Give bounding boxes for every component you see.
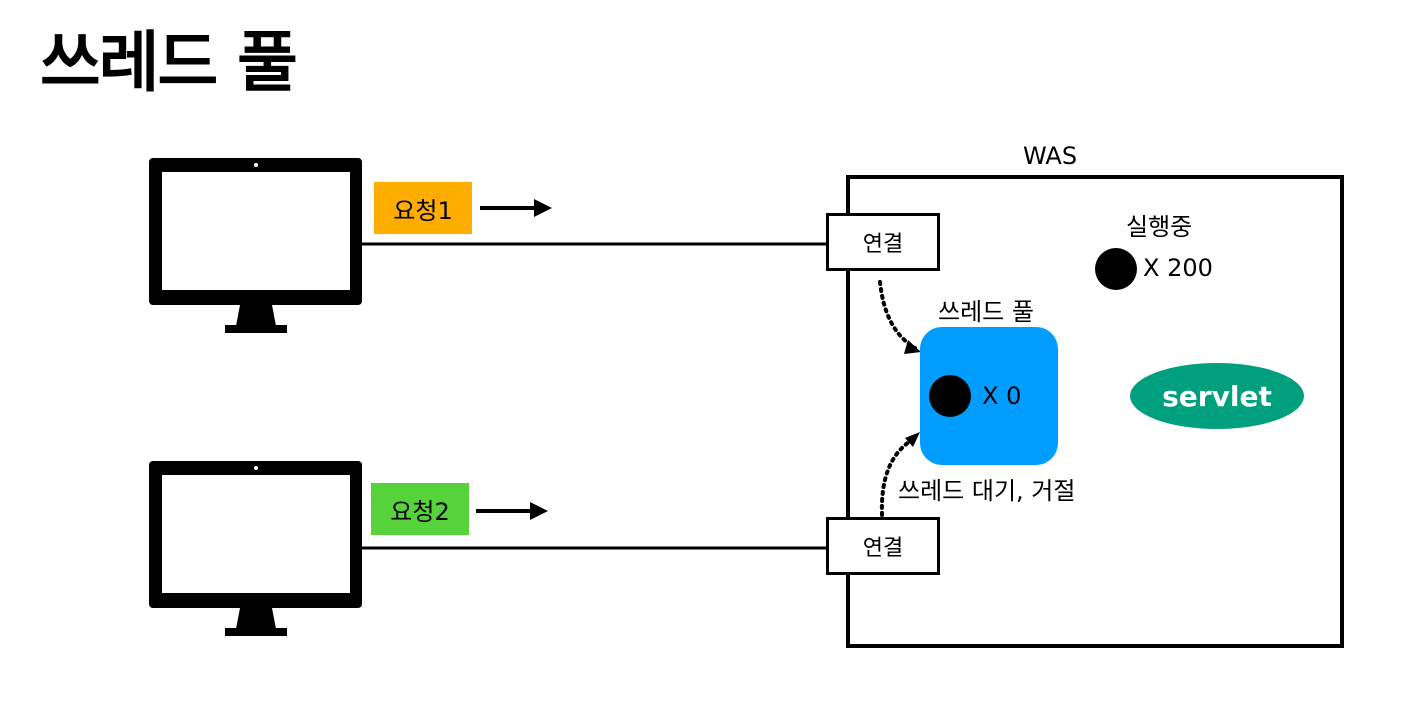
connection-box: 연결 — [826, 213, 940, 271]
page-title: 쓰레드 풀 — [40, 24, 298, 101]
thread-wait-reject-label: 쓰레드 대기, 거절 — [898, 477, 1076, 505]
was-label: WAS — [1023, 142, 1078, 170]
request-arrow-icon — [480, 199, 552, 217]
was-container — [846, 175, 1344, 648]
thread-pool-box: X 0 — [920, 327, 1058, 465]
dotted-arrow — [879, 438, 914, 517]
request-arrow-icon — [476, 502, 548, 520]
thread-icon — [929, 375, 971, 417]
servlet-badge: servlet — [1130, 363, 1304, 429]
thread-pool-count: X 0 — [982, 382, 1022, 410]
client-computer-icon — [149, 461, 362, 636]
client-computer-icon — [149, 158, 362, 333]
connection-box: 연결 — [826, 517, 940, 575]
running-label: 실행중 — [1126, 213, 1193, 241]
request-1-badge: 요청1 — [374, 182, 472, 234]
thread-icon — [1095, 248, 1137, 290]
running-count: X 200 — [1143, 254, 1213, 282]
request-2-badge: 요청2 — [371, 483, 469, 535]
thread-pool-label: 쓰레드 풀 — [938, 298, 1034, 326]
